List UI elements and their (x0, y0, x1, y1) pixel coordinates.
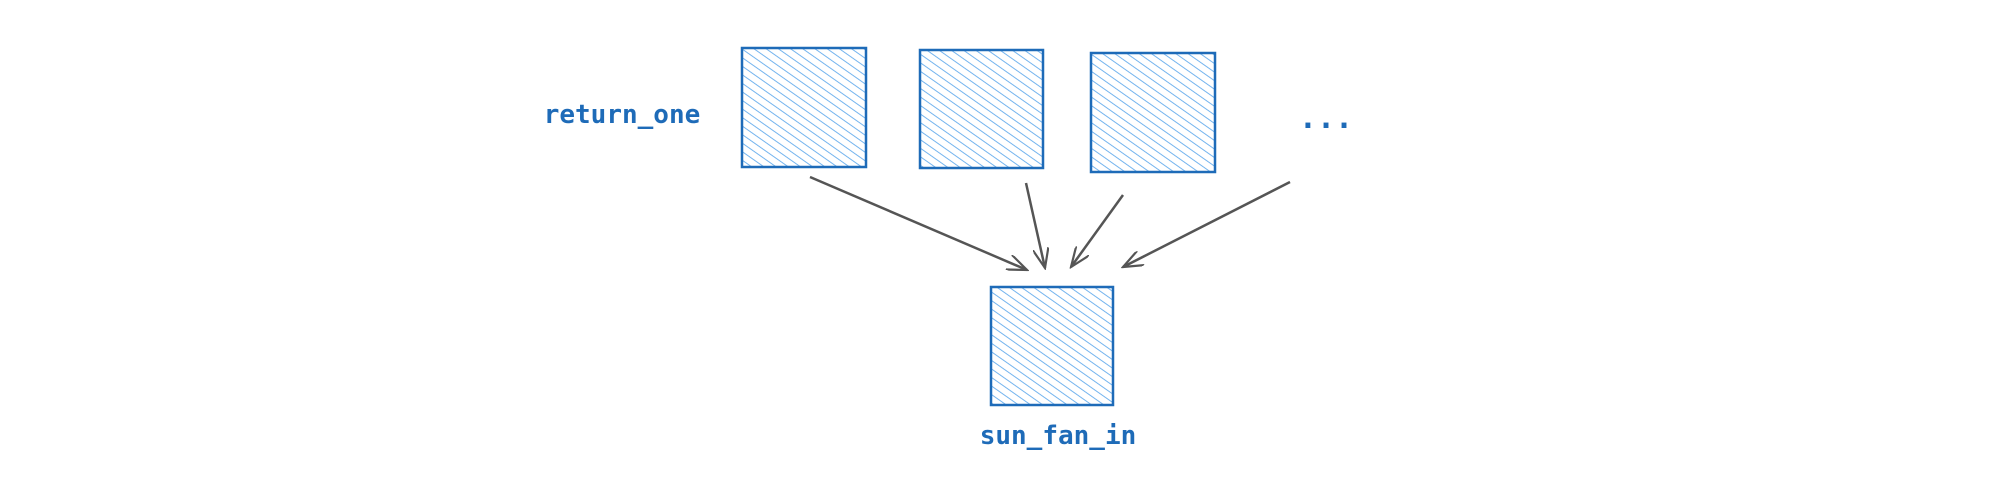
arrow-2 (1024, 182, 1045, 268)
sun-fan-in-box (989, 285, 1115, 407)
arrow-1 (809, 175, 1027, 270)
return-one-box-1 (740, 46, 868, 169)
arrow-4 (1123, 180, 1291, 267)
return-one-label: return_one (544, 100, 701, 130)
return-one-box-3 (1089, 51, 1217, 174)
return-one-box-2 (918, 48, 1045, 170)
arrows (809, 175, 1291, 270)
sun-fan-in-rect (989, 285, 1115, 407)
arrow-3 (1071, 194, 1125, 267)
sun-fan-in-label: sun_fan_in (980, 421, 1137, 451)
top-boxes (740, 46, 1217, 174)
ellipsis-label: ... (1299, 101, 1353, 136)
